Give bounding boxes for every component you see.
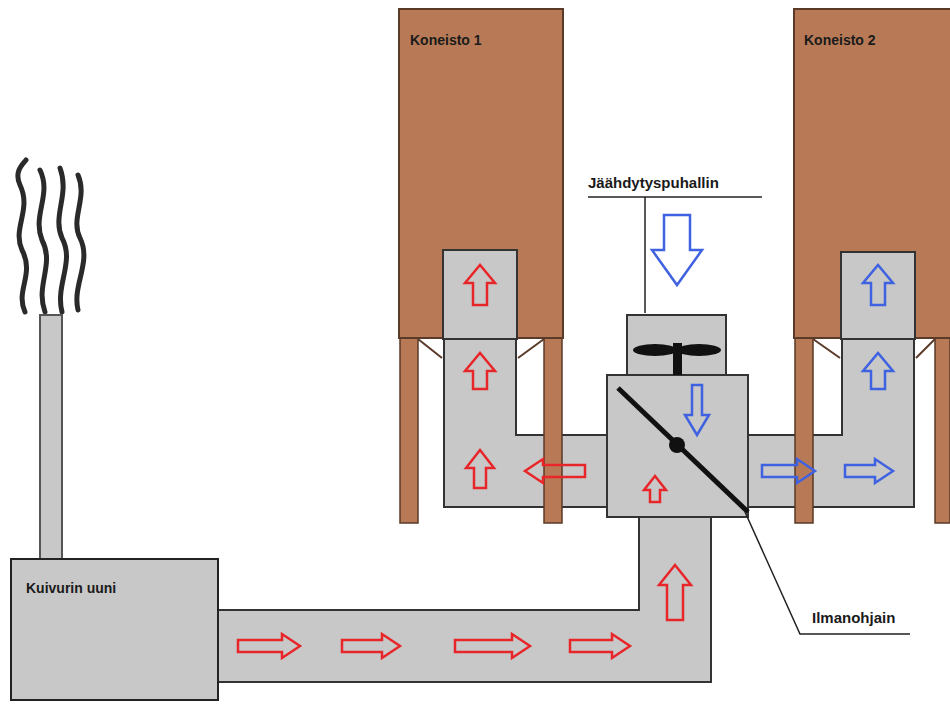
flow-arrow [525, 459, 585, 483]
flow-arrow [659, 565, 691, 620]
node-label: Koneisto 2 [804, 32, 950, 49]
damper-box [607, 375, 748, 517]
duct-inlet [443, 250, 517, 339]
duct-outline [219, 339, 878, 646]
flow-arrow-head [465, 353, 495, 389]
flow-arrow [342, 634, 400, 658]
node-label: Koneisto 1 [410, 32, 562, 49]
flow-arrow [644, 476, 666, 502]
duct-fills [219, 339, 878, 646]
flow-arrow [466, 450, 494, 488]
air-duct [219, 339, 878, 646]
smoke-plume [39, 170, 46, 312]
duct-inlet [841, 252, 915, 339]
fan-hub [673, 343, 682, 375]
flow-arrow [455, 634, 530, 658]
damper-pivot [669, 437, 685, 453]
callout-box: Ilmanohjain [812, 609, 895, 627]
flow-arrow [685, 385, 709, 435]
flow-arrow [863, 265, 893, 305]
flow-arrow [845, 459, 893, 483]
chimney [40, 315, 62, 560]
leader-line [745, 512, 910, 634]
smoke-plume [18, 160, 27, 312]
node-label: Kuivurin uuni [26, 580, 217, 597]
damper-blade [618, 388, 748, 512]
smoke-plume [59, 168, 67, 312]
hopper-edge [418, 339, 442, 358]
callout-box: Jäähdytyspuhallin [588, 174, 719, 192]
machine-leg [935, 338, 950, 523]
callout-label: Jäähdytyspuhallin [588, 174, 719, 192]
duct-outlines [219, 339, 878, 646]
machine-leg [795, 338, 813, 523]
hot-air-arrows [238, 450, 691, 658]
leader-line [644, 197, 646, 313]
fan-blade [633, 344, 677, 356]
fan-housing [627, 315, 726, 375]
hopper-edge [813, 339, 840, 358]
flow-arrow [465, 265, 495, 305]
machine-leg [544, 338, 562, 523]
label-underline [588, 196, 762, 198]
hopper-edge [916, 339, 935, 358]
flow-arrow [570, 634, 630, 658]
smoke [18, 160, 84, 312]
flow-arrow [762, 459, 815, 483]
fan-blade [677, 344, 721, 356]
machine-leg [400, 338, 418, 523]
hopper-edge [518, 339, 544, 358]
furnace-box: Kuivurin uuni [10, 558, 219, 701]
flow-arrow [652, 215, 702, 285]
smoke-plume [77, 175, 84, 310]
callout-label: Ilmanohjain [812, 609, 895, 627]
flow-arrow [238, 634, 300, 658]
flow-arrow-head [863, 353, 893, 389]
